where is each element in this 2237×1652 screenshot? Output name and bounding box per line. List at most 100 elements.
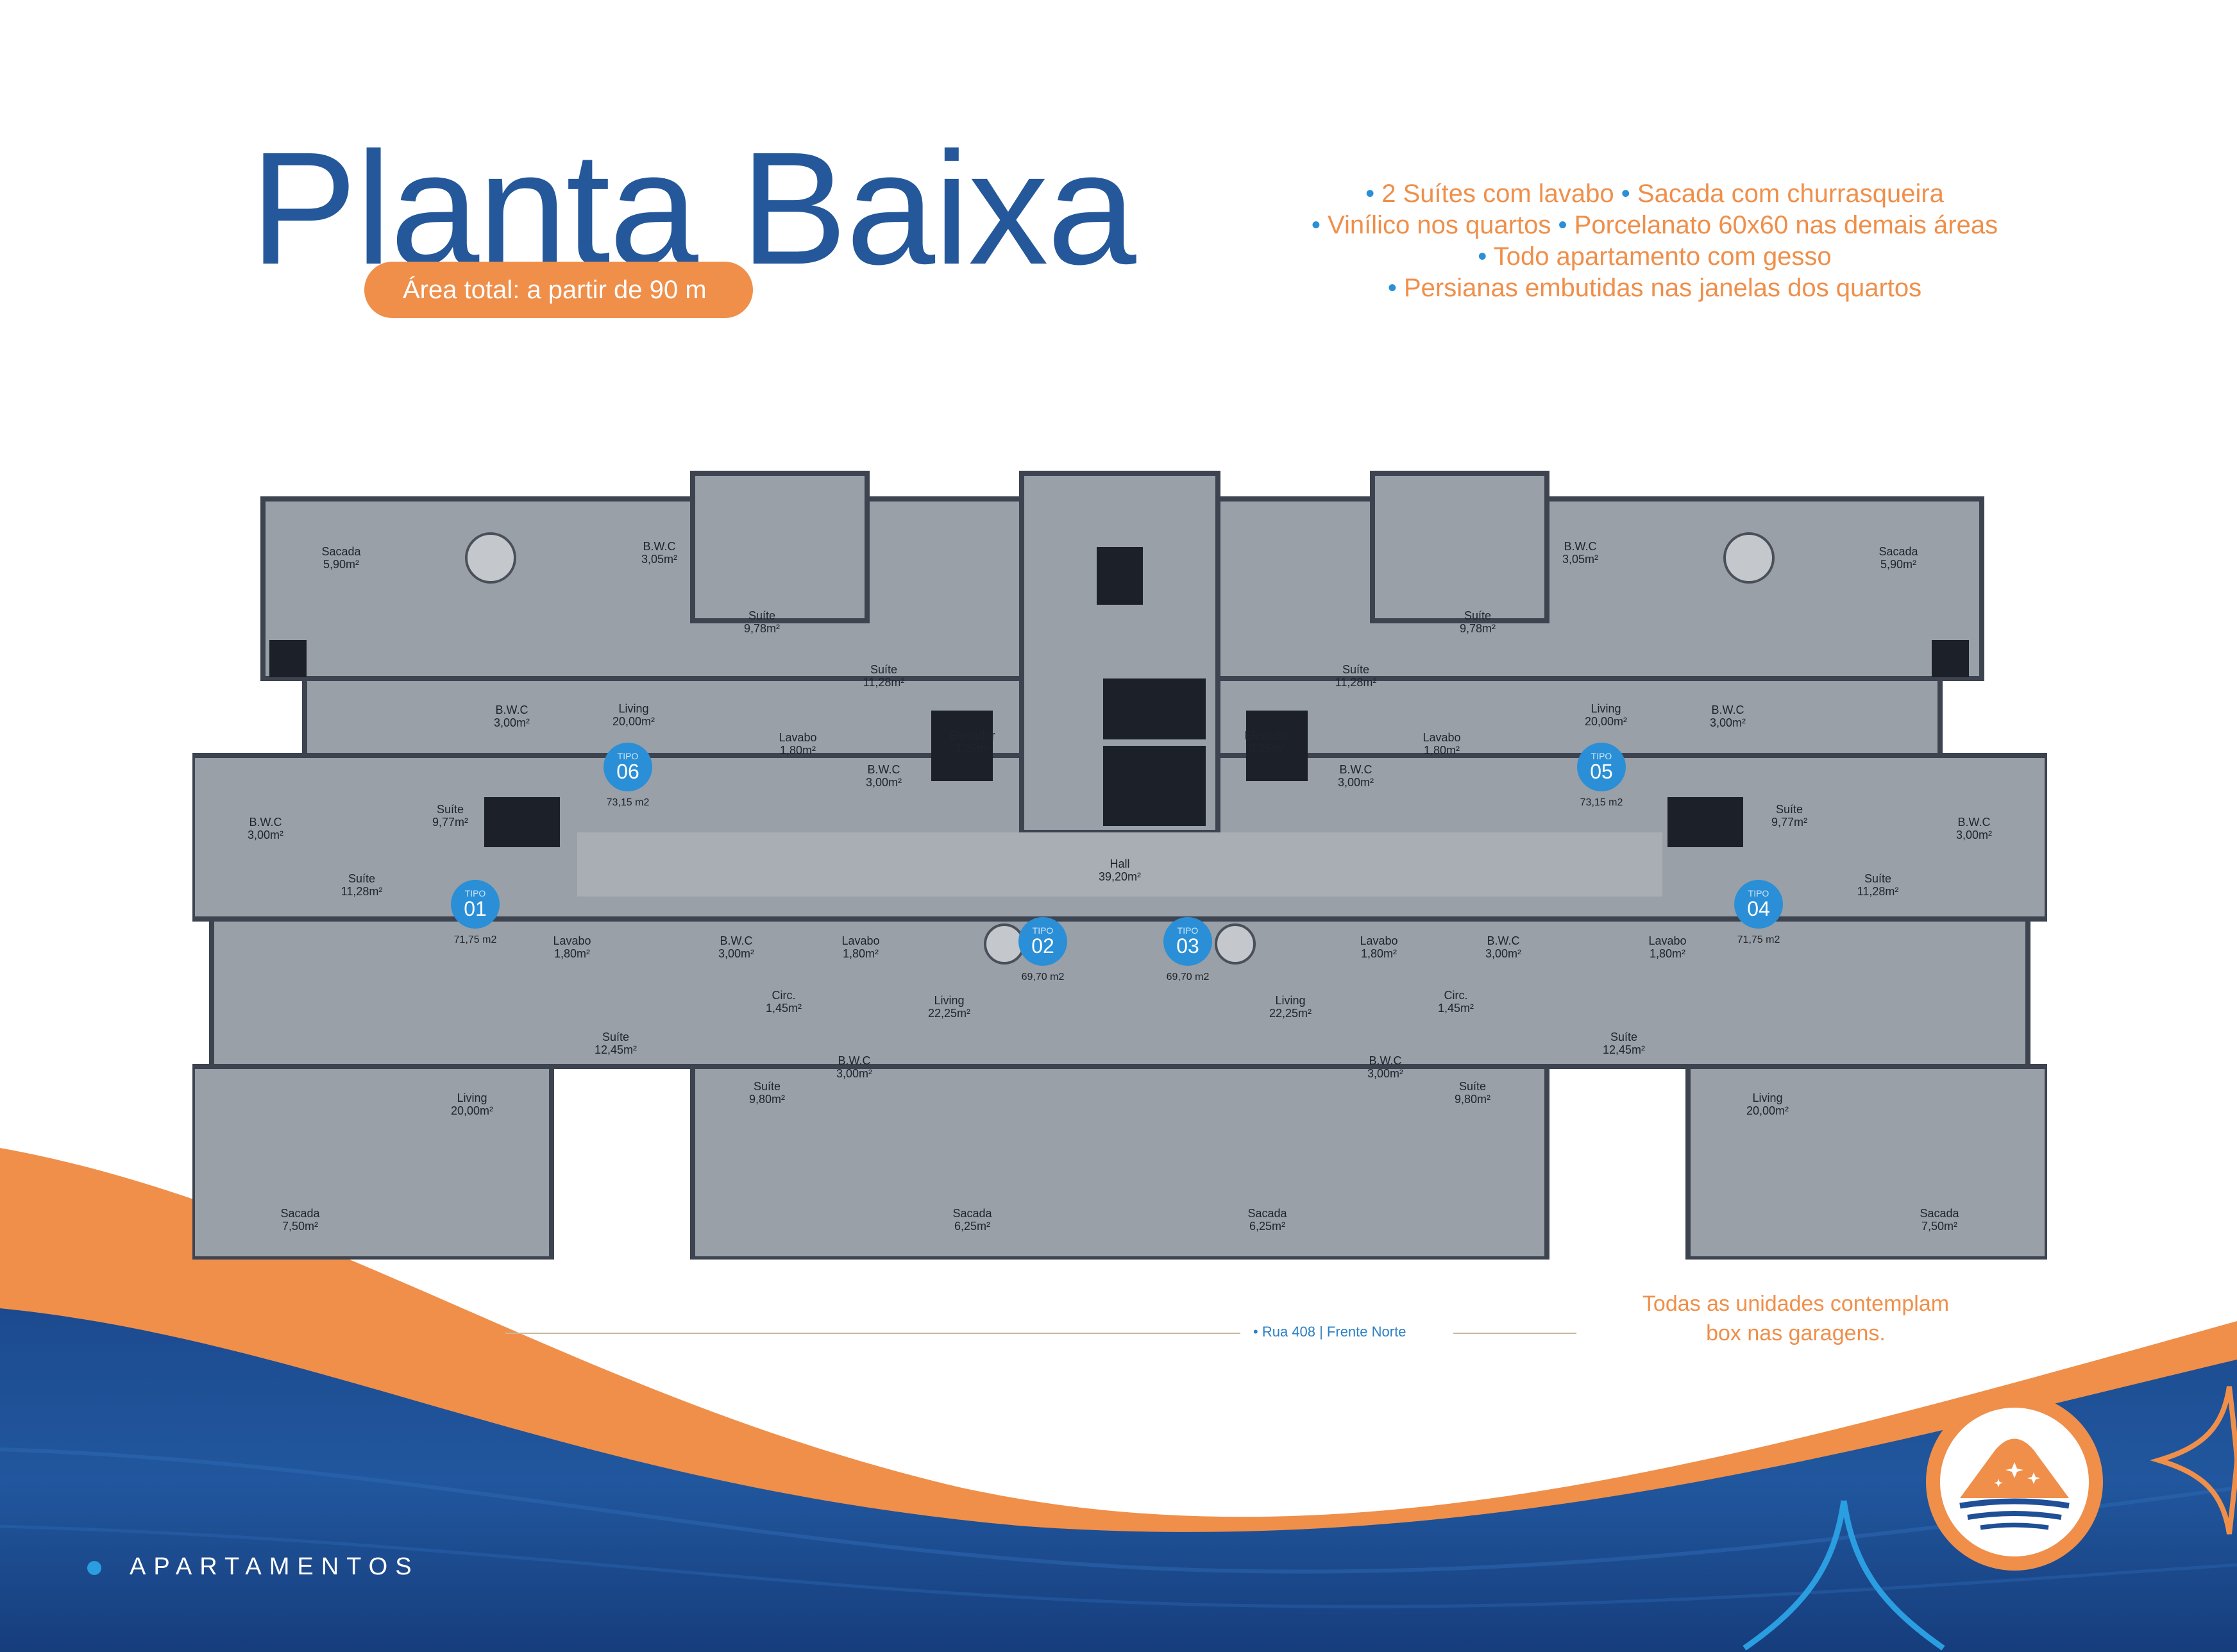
feature-line-3: • Todo apartamento com gesso (1219, 241, 2091, 273)
room-name-label: Suíte (1342, 663, 1369, 676)
bullet: • (1478, 242, 1487, 271)
room-area-label: 11,28m² (341, 885, 383, 898)
room-name-label: B.W.C (1339, 763, 1372, 776)
room-area-label: 3,00m² (866, 776, 902, 789)
unit-badge-circle (1163, 917, 1212, 966)
unit-area-label: 71,75 m2 (1737, 934, 1780, 945)
room-area-label: 20,00m² (1585, 715, 1627, 728)
room-area-label: 1,80m² (1650, 947, 1685, 960)
garage-note-line-1: Todas as unidades contemplam (1642, 1292, 1950, 1316)
room-name-label: Elevador (1244, 729, 1290, 742)
room-area-label: 12,45m² (1603, 1043, 1645, 1056)
room-area-label: 12,45m² (595, 1043, 637, 1056)
orange-star-decoration (2150, 1386, 2237, 1535)
feature-text: Persianas embutidas nas janelas dos quar… (1403, 274, 1922, 302)
room-area-label: 9,77m² (1771, 816, 1807, 829)
room-name-label: Suíte (602, 1031, 629, 1043)
feature-line-2: • Vinílico nos quartos • Porcelanato 60x… (1219, 210, 2091, 241)
unit-tipo-label: TIPO (1033, 925, 1054, 936)
room-area-label: 9,77m² (432, 816, 468, 829)
room-area-label: 3,25m² (1249, 742, 1285, 755)
room-name-label: Sacada (280, 1207, 320, 1220)
feature-text: Vinílico nos quartos (1328, 211, 1551, 239)
unit-badge-circle (451, 880, 500, 929)
feature-text: Sacada com churrasqueira (1637, 180, 1944, 208)
room-name-label: Lavabo (553, 934, 591, 947)
room-area-label: 3,05m² (1562, 553, 1598, 566)
room-area-label: 7,50m² (282, 1220, 318, 1233)
room-area-label: 1,80m² (780, 744, 816, 757)
unit-number-label: 04 (1747, 897, 1770, 920)
bullet: • (1387, 274, 1397, 302)
unit-badge-circle (604, 743, 652, 791)
room-name-label: Elevador (949, 729, 995, 742)
room-name-label: B.W.C (249, 816, 282, 829)
unit-tipo-label: TIPO (1591, 751, 1612, 761)
brand-logo (1926, 1394, 2103, 1571)
room-area-label: 7,50m² (1921, 1220, 1957, 1233)
room-name-label: Suíte (1464, 609, 1491, 622)
unit-badge-circle (1734, 880, 1783, 929)
room-area-label: 1,80m² (1361, 947, 1397, 960)
room-area-label: 1,45m² (766, 1002, 802, 1015)
room-area-label: 1,80m² (843, 947, 879, 960)
room-name-label: B.W.C (643, 540, 675, 553)
feature-text: 2 Suítes com lavabo (1381, 180, 1614, 208)
room-name-label: Living (457, 1092, 487, 1104)
feature-line-4: • Persianas embutidas nas janelas dos qu… (1219, 273, 2091, 304)
room-area-label: 9,80m² (1455, 1093, 1490, 1106)
unit-tipo-label: TIPO (1748, 888, 1769, 898)
page-title: Planta Baixa (250, 119, 1136, 298)
unit-area-label: 69,70 m2 (1022, 972, 1065, 982)
room-area-label: 1,80m² (554, 947, 590, 960)
room-area-label: 3,05m² (641, 553, 677, 566)
room-name-label: Suíte (1459, 1080, 1486, 1093)
room-name-label: Living (934, 994, 964, 1007)
features-list: • 2 Suítes com lavabo • Sacada com churr… (1219, 178, 2091, 304)
blue-star-decoration (1743, 1500, 1945, 1651)
room-name-label: B.W.C (1957, 816, 1990, 829)
room-name-label: Living (1275, 994, 1305, 1007)
footer-label: APARTAMENTOS (130, 1553, 419, 1580)
room-name-label: Sacada (1920, 1207, 1959, 1220)
street-line-left (505, 1333, 1240, 1334)
footer-bullet-icon (87, 1561, 101, 1575)
garage-note: Todas as unidades contemplam box nas gar… (1603, 1289, 1988, 1348)
feature-line-1: • 2 Suítes com lavabo • Sacada com churr… (1219, 178, 2091, 210)
unit-tipo-label: TIPO (1178, 925, 1199, 936)
area-total-badge: Área total: a partir de 90 m (364, 262, 753, 318)
room-name-label: Lavabo (1648, 934, 1686, 947)
room-name-label: Suíte (870, 663, 897, 676)
bullet: • (1558, 211, 1567, 239)
room-area-label: 11,28m² (1857, 885, 1899, 898)
street-label: • Rua 408 | Frente Norte (1253, 1324, 1406, 1340)
room-area-label: 3,00m² (494, 716, 530, 729)
unit-number-label: 05 (1590, 760, 1613, 783)
room-name-label: B.W.C (867, 763, 900, 776)
room-name-label: Circ. (1444, 989, 1468, 1002)
unit-area-label: 69,70 m2 (1167, 972, 1210, 982)
room-name-label: Hall (1110, 857, 1129, 870)
room-area-label: 3,25m² (954, 742, 990, 755)
room-name-label: Suíte (1610, 1031, 1637, 1043)
room-area-label: 22,25m² (928, 1007, 970, 1020)
unit-tipo-label: TIPO (618, 751, 639, 761)
room-area-label: 11,28m² (863, 676, 905, 689)
room-name-label: Suíte (348, 872, 375, 885)
room-name-label: Living (618, 702, 648, 715)
bullet: • (1365, 180, 1375, 208)
room-name-label: Suíte (1864, 872, 1891, 885)
room-name-label: Lavabo (1360, 934, 1397, 947)
unit-area-label: 73,15 m2 (607, 797, 650, 808)
room-name-label: B.W.C (720, 934, 752, 947)
room-area-label: 11,28m² (1335, 676, 1377, 689)
room-area-label: 1,45m² (1438, 1002, 1474, 1015)
bullet: • (1311, 211, 1321, 239)
unit-number-label: 03 (1176, 934, 1199, 957)
